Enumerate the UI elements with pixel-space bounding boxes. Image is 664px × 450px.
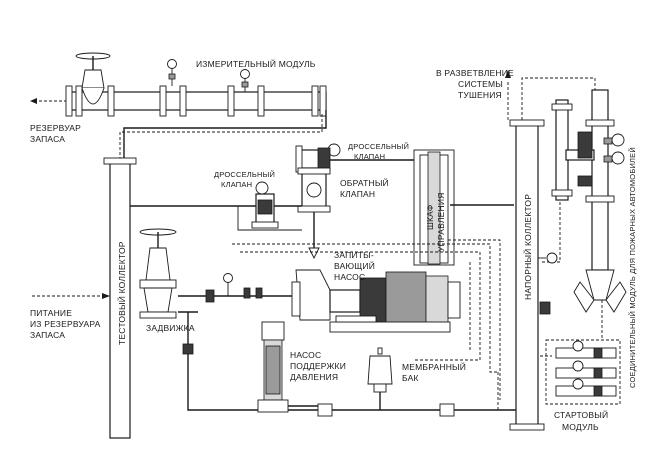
gate-valve-label: ЗАДВИЖКА	[146, 323, 195, 333]
fire-truck-module-label: СОЕДИНИТЕЛЬНЫЙ МОДУЛЬ ДЛЯ ПОЖАРНЫХ АВТОМ…	[628, 147, 637, 388]
supply-label-line3: ЗАПАСА	[30, 330, 65, 340]
check-valve-label-1: ОБРАТНЫЙ	[340, 177, 389, 188]
check-valve-label-2: КЛАПАН	[340, 189, 375, 199]
membrane-tank-label-2: БАК	[402, 373, 419, 383]
suction-sensor-1	[243, 287, 251, 299]
test-collector	[103, 157, 137, 439]
throttle-valve-left-label-2: КЛАПАН	[221, 180, 252, 189]
jockey-pump	[257, 321, 289, 413]
bottom-check	[182, 343, 194, 355]
throttle-valve-top-label-1: ДРОССЕЛЬНЫЙ	[348, 142, 409, 151]
collector-gauge	[538, 252, 558, 264]
pressure-collector	[509, 119, 545, 431]
top-gate-valve	[75, 52, 111, 105]
branch-label-line1: В РАЗВЕТВЛЕНИЕ	[436, 68, 514, 78]
membrane-tank-label-1: МЕМБРАННЫЙ	[402, 361, 466, 372]
feed-pump	[291, 269, 461, 333]
gate-valve	[139, 228, 177, 319]
feed-pump-label-2: ВАЮЩИЙ	[334, 260, 375, 271]
top-gauge-2	[240, 69, 250, 92]
feed-pump-label-3: НАСОС	[334, 272, 365, 282]
control-cabinet	[413, 149, 455, 266]
start-module	[545, 339, 621, 405]
start-module-label-2: МОДУЛЬ	[562, 422, 599, 432]
fire-truck-module	[551, 89, 627, 313]
cabinet-label-line2: УПРАВЛЕНИЯ	[436, 193, 446, 253]
check-valve	[297, 167, 331, 213]
membrane-tank	[367, 347, 393, 410]
branch-label-line3: ТУШЕНИЯ	[458, 90, 502, 100]
throttle-valve-top-label-2: КЛАПАН	[354, 152, 385, 161]
jockey-pump-label-1: НАСОС	[290, 350, 321, 360]
jockey-pump-label-3: ДАВЛЕНИЯ	[290, 372, 338, 382]
jockey-pump-label-2: ПОДДЕРЖКИ	[290, 361, 346, 371]
cabinet-label-line1: ШКАФ	[425, 205, 435, 230]
test-collector-label: ТЕСТОВЫЙ КОЛЛЕКТОР	[116, 241, 127, 345]
suction-sensor-2	[255, 287, 263, 299]
measuring-module-pipeline	[30, 85, 327, 117]
throttle-valve-left	[251, 181, 279, 229]
bottom-valve	[317, 403, 333, 417]
reservoir-label-line1: РЕЗЕРВУАР	[30, 123, 81, 133]
reservoir-label-line2: ЗАПАСА	[30, 134, 65, 144]
collector-valve	[539, 301, 551, 315]
bottom-valve-2	[439, 403, 455, 417]
feed-pump-label-1: ЗАПИТЫ-	[334, 250, 374, 260]
top-gauge-1	[167, 59, 177, 86]
supply-label-line2: ИЗ РЕЗЕРВУАРА	[30, 319, 101, 329]
suction-gauge	[223, 273, 233, 296]
supply-label-line1: ПИТАНИЕ	[30, 308, 72, 318]
branch-label-line2: СИСТЕМЫ	[458, 79, 503, 89]
pressure-collector-label: НАПОРНЫЙ КОЛЛЕКТОР	[522, 194, 533, 300]
start-module-label-1: СТАРТОВЫЙ	[554, 409, 608, 420]
measuring-module-label: ИЗМЕРИТЕЛЬНЫЙ МОДУЛЬ	[196, 58, 316, 69]
suction-strainer	[205, 289, 215, 303]
throttle-valve-left-label-1: ДРОССЕЛЬНЫЙ	[214, 170, 275, 179]
